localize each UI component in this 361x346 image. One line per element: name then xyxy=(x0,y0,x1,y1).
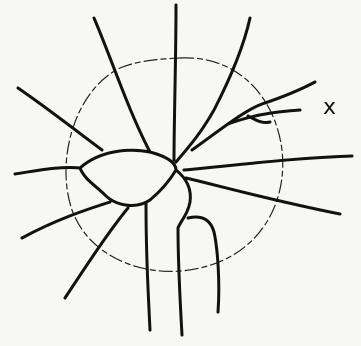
process-bottom xyxy=(146,204,150,330)
process-upper-left xyxy=(94,18,150,152)
marker-label: x xyxy=(323,95,336,120)
process-right-lower xyxy=(186,178,340,214)
process-left-upper xyxy=(18,88,102,150)
process-left-middle xyxy=(15,167,80,174)
process-bottom-left xyxy=(65,208,128,298)
process-bottom-center xyxy=(178,228,182,335)
process-left-lower xyxy=(22,202,110,238)
process-right-middle xyxy=(184,156,352,170)
process-top xyxy=(174,5,176,160)
process-top-right xyxy=(176,18,250,162)
central-body xyxy=(80,150,176,205)
process-right-short xyxy=(248,116,270,123)
